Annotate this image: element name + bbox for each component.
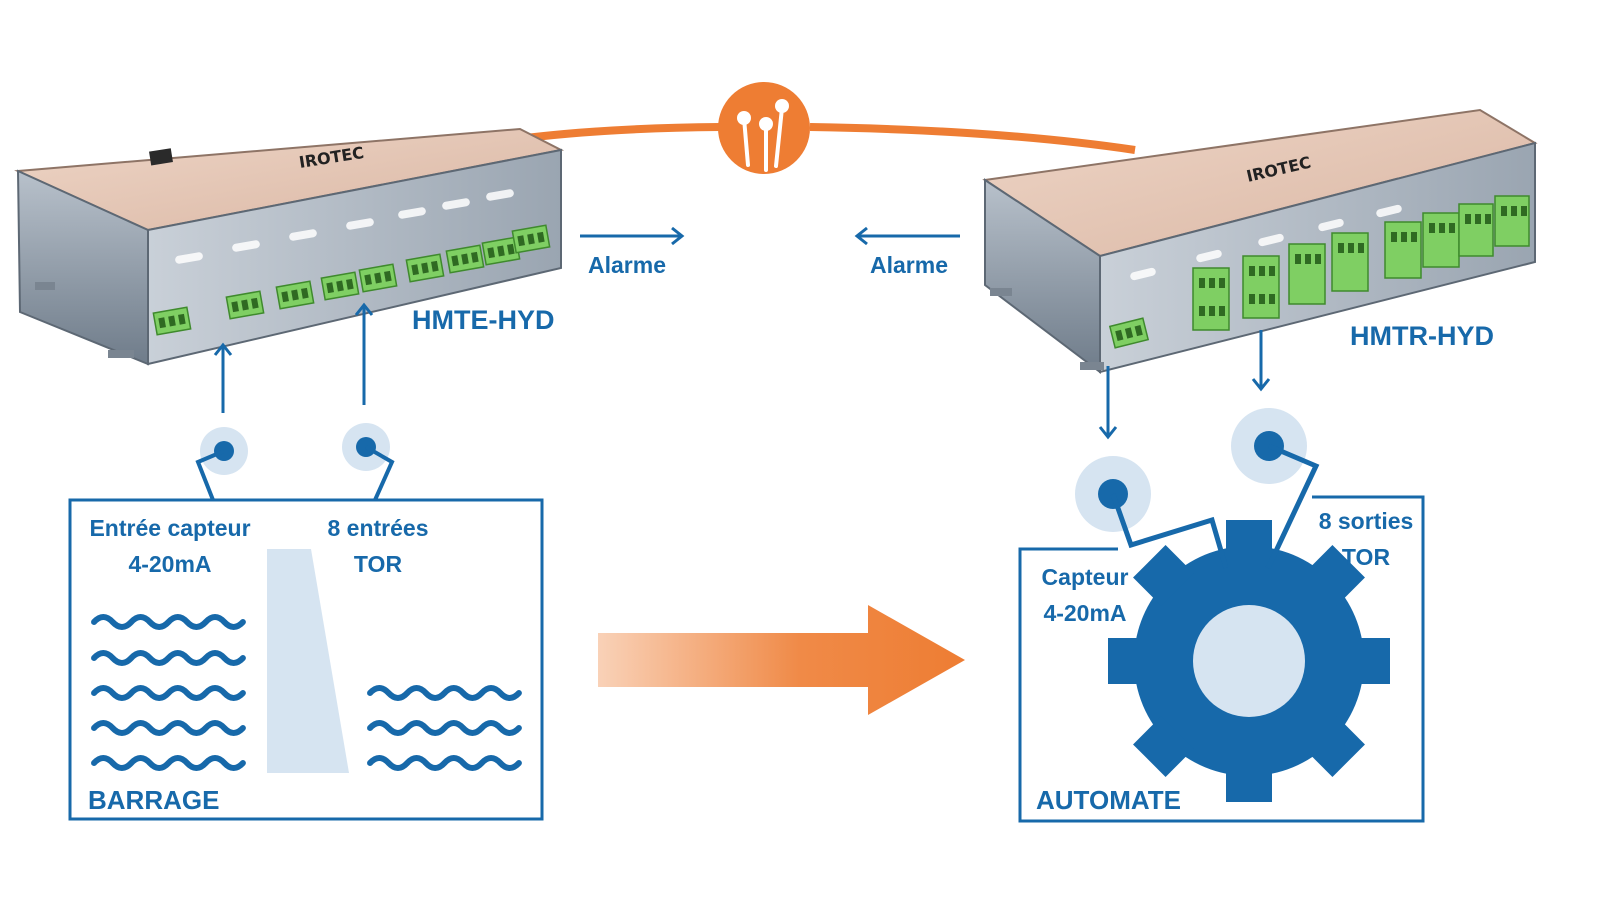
hmte-device: IROTEC <box>14 127 565 366</box>
barrage-sensor-label: Entrée capteur 4-20mA <box>80 510 260 582</box>
hmtr-name: HMTR-HYD <box>1350 321 1494 351</box>
alarm-label-left: Alarme <box>588 252 666 278</box>
barrage-sensor-label-line1: Entrée capteur <box>89 515 251 541</box>
automate-sensor-label-line1: Capteur <box>1041 564 1129 590</box>
water-waves-icon <box>94 617 243 768</box>
communication-link-line <box>809 123 1136 154</box>
automate-tor-label-line2: TOR <box>1341 544 1391 570</box>
barrage-box <box>68 498 544 821</box>
hmtr-connectors <box>1109 195 1530 349</box>
automate-tor-label-line1: 8 sorties <box>1318 508 1414 534</box>
automate-sensor-label: Capteur 4-20mA <box>1030 559 1140 631</box>
hmtr-device: IROTEC <box>982 108 1538 375</box>
automate-sensor-label-line2: 4-20mA <box>1043 600 1127 626</box>
barrage-tor-label-line2: TOR <box>353 551 403 577</box>
automate-title: AUTOMATE <box>1036 785 1181 815</box>
output-arrow-sensor <box>1098 366 1118 440</box>
barrage-sensor-connector <box>195 427 248 501</box>
input-arrow-sensor <box>213 342 233 413</box>
automate-tor-connector <box>1231 408 1320 570</box>
gradient-arrow-icon <box>598 605 965 715</box>
barrage-tor-label-line1: 8 entrées <box>327 515 429 541</box>
barrage-title: BARRAGE <box>88 785 220 815</box>
input-arrow-tor <box>354 302 374 405</box>
gear-icon <box>1108 520 1390 802</box>
fiber-link-icon <box>718 82 810 174</box>
barrage-tor-connector <box>342 423 395 501</box>
alarm-arrow-left <box>854 226 960 246</box>
communication-link-line <box>509 123 721 144</box>
water-waves-icon <box>370 688 519 768</box>
automate-tor-label: 8 sorties TOR <box>1306 503 1426 575</box>
automate-box <box>1018 495 1425 823</box>
alarm-label-right: Alarme <box>870 252 948 278</box>
barrage-tor-label: 8 entrées TOR <box>310 510 446 582</box>
alarm-arrow-right <box>580 226 685 246</box>
barrage-sensor-label-line2: 4-20mA <box>128 551 212 577</box>
automate-sensor-connector <box>1075 456 1229 569</box>
output-arrow-tor <box>1251 330 1271 392</box>
dam-wall-icon <box>267 549 349 773</box>
hmte-name: HMTE-HYD <box>412 305 555 335</box>
